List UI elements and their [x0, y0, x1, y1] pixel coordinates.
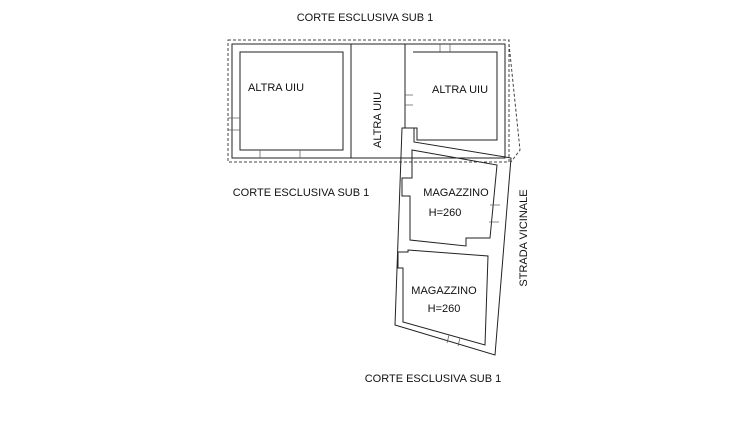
altra-uiu-center-label: ALTRA UIU [372, 92, 384, 148]
strada-vicinale-label: STRADA VICINALE [518, 189, 530, 286]
upper-block-outer-wall [231, 43, 506, 159]
height-lower-label: H=260 [428, 303, 461, 315]
corte-top-label: CORTE ESCLUSIVA SUB 1 [297, 12, 434, 24]
height-upper-label: H=260 [429, 207, 462, 219]
lower-block-outer-wall [394, 127, 512, 356]
upper-block [227, 39, 510, 163]
magazzino-lower-room [397, 249, 489, 346]
lower-block [394, 43, 521, 356]
altra-uiu-left-room [239, 51, 344, 151]
upper-block-outline [227, 39, 510, 163]
altra-uiu-left-label: ALTRA UIU [248, 82, 304, 94]
altra-uiu-right-room [405, 51, 498, 141]
magazzino-upper-room [401, 149, 498, 247]
magazzino-upper-label: MAGAZZINO [423, 187, 489, 199]
altra-uiu-right-label: ALTRA UIU [432, 84, 488, 96]
magazzino-lower-label: MAGAZZINO [411, 285, 477, 297]
corte-bottom-label: CORTE ESCLUSIVA SUB 1 [365, 373, 502, 385]
corte-left-label: CORTE ESCLUSIVA SUB 1 [233, 187, 370, 199]
